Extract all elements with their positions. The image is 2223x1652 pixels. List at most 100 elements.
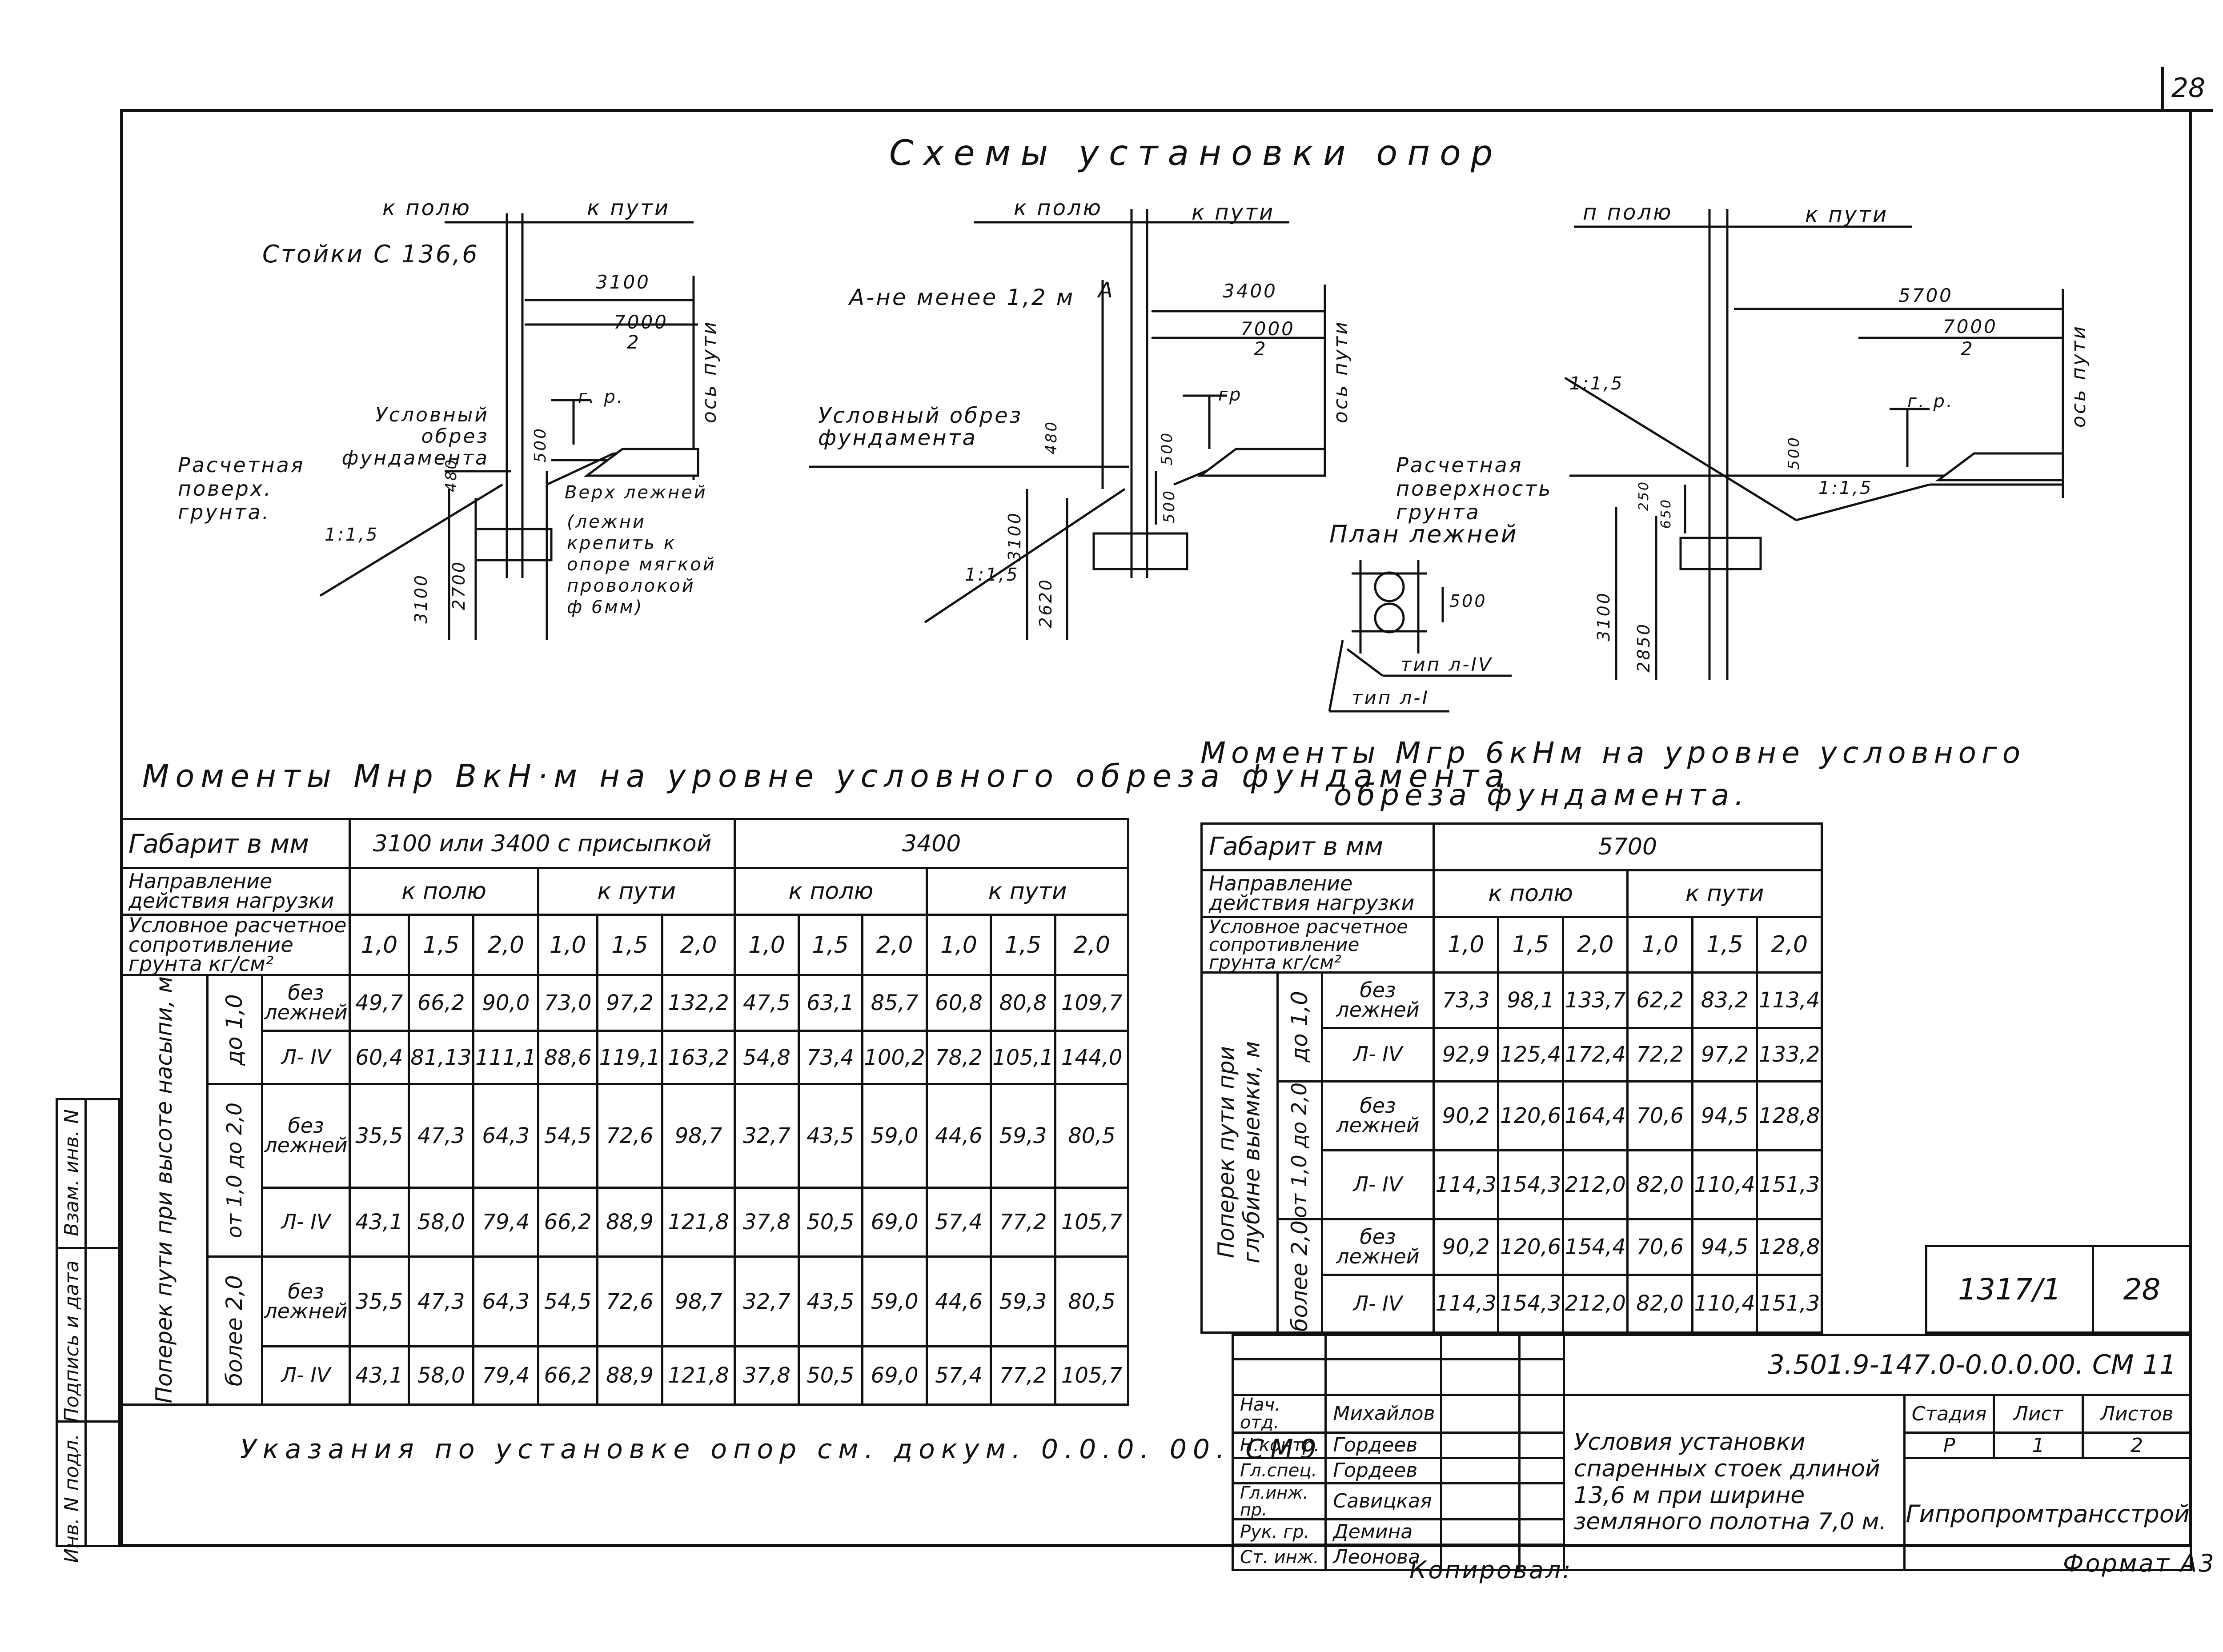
d1-cond-cut: Условный обрез фундамента — [341, 404, 489, 469]
table-cell: 57,4 — [926, 1186, 992, 1258]
d1-dim-480: 480 — [442, 458, 460, 492]
sleeper-type: без лежней — [1320, 1218, 1435, 1276]
table-cell: 72,6 — [596, 1083, 663, 1189]
t1-group-3: более 2,0 — [206, 1255, 264, 1406]
table-cell: 44,6 — [926, 1083, 992, 1189]
d2-dim-500a: 500 — [1158, 431, 1176, 465]
table-cell: 59,3 — [989, 1255, 1057, 1348]
table-cell: 164,4 — [1561, 1080, 1629, 1151]
table-cell: 98,1 — [1497, 971, 1564, 1029]
table-cell: 94,5 — [1691, 1218, 1758, 1276]
table-cell: 111,1 — [472, 1030, 540, 1086]
table-cell: 78,2 — [926, 1030, 992, 1086]
sleeper-type: Л- IV — [261, 1030, 351, 1086]
table-cell: 73,4 — [797, 1030, 863, 1086]
table-cell: 35,5 — [348, 1083, 410, 1189]
resist-value: 1,5 — [797, 913, 863, 977]
table-cell: 88,6 — [537, 1030, 599, 1086]
d1-dim-3100: 3100 — [596, 271, 650, 293]
table-cell: 125,4 — [1497, 1026, 1564, 1083]
t1-side-label: Поперек пути при высоте насыпи, м — [120, 974, 209, 1406]
table-cell: 82,0 — [1626, 1149, 1693, 1220]
table-cell: 92,9 — [1432, 1026, 1500, 1083]
resist-value: 2,0 — [1756, 916, 1823, 974]
d2-to-track: к пути — [1192, 200, 1275, 225]
table-cell: 98,7 — [661, 1255, 736, 1348]
table-cell: 58,0 — [407, 1345, 475, 1406]
stamp-role: Гл.спец. — [1231, 1457, 1327, 1484]
resist-value: 1,5 — [407, 913, 475, 977]
sleeper-type: Л- IV — [1320, 1149, 1435, 1220]
instructions: Указания по установке опор см. докум. 0.… — [240, 1434, 1323, 1465]
table-cell: 72,6 — [596, 1255, 663, 1348]
d2-cond-cut: Условный обрез фундамента — [818, 403, 1023, 451]
table2-title-2: обреза фундамента. — [1334, 778, 1750, 812]
table-cell: 54,5 — [537, 1083, 599, 1189]
table-cell: 77,2 — [989, 1345, 1057, 1406]
table-cell: 154,4 — [1561, 1218, 1629, 1276]
table-cell: 32,7 — [734, 1255, 800, 1348]
table-cell: 121,8 — [661, 1345, 736, 1406]
d2-dim-7000: 7000 — [1240, 318, 1295, 340]
table-cell: 59,0 — [861, 1255, 928, 1348]
table-cell: 105,7 — [1054, 1345, 1129, 1406]
table-cell: 69,0 — [861, 1345, 928, 1406]
t1-dir-2: к пути — [537, 867, 736, 916]
d2-a-note: А-не менее 1,2 м — [849, 285, 1075, 310]
t2-group-2: от 1,0 до 2,0 — [1276, 1080, 1323, 1220]
d3-plan-title: План лежней — [1329, 520, 1518, 548]
table-cell: 128,8 — [1756, 1080, 1823, 1151]
d2-dim-480: 480 — [1043, 420, 1060, 454]
t1-group-2: от 1,0 до 2,0 — [206, 1083, 264, 1258]
table-cell: 64,3 — [472, 1255, 540, 1348]
table-cell: 98,7 — [661, 1083, 736, 1189]
t2-dir-1: к полю — [1432, 869, 1629, 918]
stamp-name: Демина — [1324, 1518, 1442, 1546]
sleeper-type: без лежней — [1320, 1080, 1435, 1151]
table-cell: 128,8 — [1756, 1218, 1823, 1276]
d3-dim-7000: 7000 — [1943, 316, 1998, 337]
side-stamp-inventory: Инв. N подл. — [60, 1434, 83, 1563]
resist-value: 2,0 — [661, 913, 736, 977]
table-cell: 212,0 — [1561, 1273, 1629, 1334]
table-cell: 172,4 — [1561, 1026, 1629, 1083]
d1-to-track: к пути — [587, 196, 670, 221]
table-cell: 44,6 — [926, 1255, 992, 1348]
table-cell: 154,3 — [1497, 1149, 1564, 1220]
d1-top-sleepers: Верх лежней — [565, 482, 707, 503]
table-cell: 70,6 — [1626, 1218, 1693, 1276]
side-stamp-signature: Подпись и дата — [60, 1260, 83, 1423]
table-cell: 47,3 — [407, 1083, 475, 1189]
format-label: Формат А3 — [2063, 1549, 2216, 1577]
table-cell: 163,2 — [661, 1030, 736, 1086]
t1-dir-1: к полю — [348, 867, 540, 916]
d3-to-field: п полю — [1583, 200, 1673, 225]
table-cell: 57,4 — [926, 1345, 992, 1406]
sleeper-type: без лежней — [261, 1255, 351, 1348]
table-cell: 54,8 — [734, 1030, 800, 1086]
resist-value: 1,5 — [596, 913, 663, 977]
doc-code: 3.501.9-147.0-0.0.0.00. СМ 11 — [1562, 1334, 2192, 1395]
table-cell: 80,8 — [989, 974, 1057, 1032]
resist-value: 1,0 — [926, 913, 992, 977]
title-block: 3.501.9-147.0-0.0.0.00. СМ 11 Нач. отд. … — [1231, 1334, 2192, 1571]
resist-value: 1,5 — [1497, 916, 1564, 974]
table-cell: 90,2 — [1432, 1080, 1500, 1151]
d3-plan-500: 500 — [1449, 591, 1487, 611]
d1-dim-2700: 2700 — [449, 560, 469, 610]
d3-dim-3100: 3100 — [1594, 591, 1613, 642]
signature — [1440, 1544, 1521, 1571]
signature — [1440, 1482, 1521, 1520]
table-cell: 88,9 — [596, 1186, 663, 1258]
d2-slope: 1:1,5 — [965, 565, 1019, 585]
table-cell: 97,2 — [596, 974, 663, 1032]
signature — [1440, 1431, 1521, 1459]
table-cell: 151,3 — [1756, 1273, 1823, 1334]
t2-h-direction: Направление действия нагрузки — [1200, 869, 1435, 918]
d3-dim-5700: 5700 — [1898, 285, 1953, 306]
side-stamp: Взам. инв. N Подпись и дата Инв. N подл. — [56, 1098, 120, 1563]
doc-title: Условия установки спаренных стоек длиной… — [1562, 1394, 1906, 1571]
